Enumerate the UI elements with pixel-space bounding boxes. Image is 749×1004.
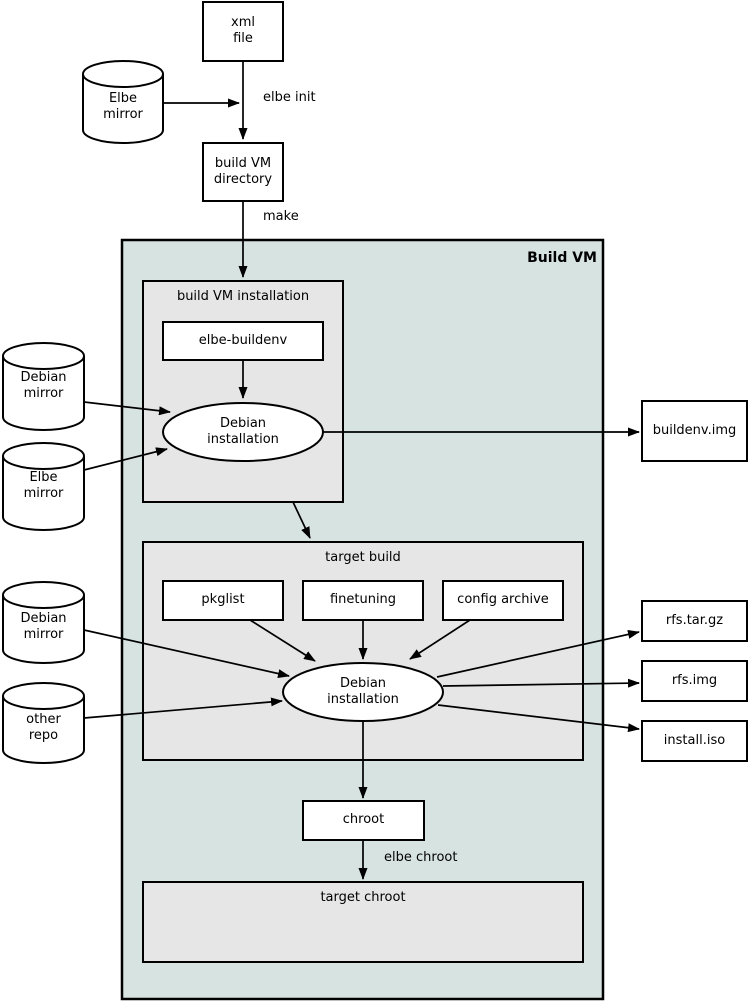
other-repo-label: other repo bbox=[26, 712, 61, 743]
elbe-mirror-top-label: Elbe mirror bbox=[103, 91, 143, 122]
debian-installation-top-label: Debian installation bbox=[207, 416, 279, 447]
edge-other-repo-to-installation bbox=[83, 697, 283, 719]
build-vm-directory-label: build VM directory bbox=[213, 156, 273, 187]
xml-file-label: xml file bbox=[231, 15, 255, 46]
build-vm-installation-label: build VM installation bbox=[176, 289, 310, 304]
chroot-label: chroot bbox=[342, 812, 385, 827]
debian-mirror-mid-label: Debian mirror bbox=[20, 370, 67, 401]
edge-pkglist-to-installation bbox=[249, 619, 316, 662]
chroot-box bbox=[302, 800, 425, 841]
edge-installation-to-install-iso bbox=[437, 704, 640, 733]
buildenv-img-box bbox=[641, 400, 748, 462]
debian-mirror-low-label: Debian mirror bbox=[20, 611, 67, 642]
config-archive-box bbox=[442, 580, 564, 621]
edge-debian-mirror-mid-to-installation bbox=[83, 401, 171, 416]
pkglist-box bbox=[162, 580, 284, 621]
elbe-mirror-top-cylinder bbox=[82, 60, 164, 144]
rfs-tar-gz-box bbox=[641, 600, 748, 642]
pkglist-label: pkglist bbox=[201, 592, 245, 607]
install-iso-label: install.iso bbox=[663, 733, 726, 748]
debian-installation-target-label: Debian installation bbox=[327, 676, 399, 707]
make-edge-label: make bbox=[263, 209, 299, 224]
config-archive-label: config archive bbox=[457, 592, 549, 607]
rfs-img-box bbox=[641, 660, 748, 702]
debian-mirror-mid-cylinder bbox=[2, 342, 85, 431]
rfs-tar-gz-label: rfs.tar.gz bbox=[665, 613, 724, 628]
target-chroot-label: target chroot bbox=[320, 890, 406, 905]
target-build-label: target build bbox=[325, 550, 401, 565]
other-repo-cylinder bbox=[2, 682, 85, 764]
elbe-mirror-mid-cylinder bbox=[2, 442, 85, 531]
edge-installation-to-rfs-img bbox=[442, 678, 640, 688]
build-vm-directory-box bbox=[202, 142, 284, 202]
edge-elbe-mirror-mid-to-installation bbox=[83, 447, 168, 471]
edge-config-archive-to-installation bbox=[409, 619, 471, 660]
target-chroot-box bbox=[142, 881, 584, 963]
edge-debian-mirror-low-to-installation bbox=[83, 629, 290, 678]
edge-installation-to-target-build bbox=[292, 501, 311, 539]
rfs-img-label: rfs.img bbox=[671, 673, 718, 688]
elbe-chroot-edge-label: elbe chroot bbox=[384, 850, 458, 865]
edge-installation-to-rfs-tar-gz bbox=[436, 629, 640, 678]
debian-mirror-low-cylinder bbox=[2, 581, 85, 664]
elbe-init-edge-label: elbe init bbox=[263, 90, 316, 105]
install-iso-box bbox=[641, 720, 748, 762]
finetuning-label: finetuning bbox=[329, 592, 397, 607]
build-vm-title: Build VM bbox=[527, 250, 597, 266]
elbe-buildenv-label: elbe-buildenv bbox=[198, 333, 288, 348]
buildenv-img-label: buildenv.img bbox=[652, 423, 737, 438]
elbe-mirror-mid-label: Elbe mirror bbox=[23, 470, 64, 501]
